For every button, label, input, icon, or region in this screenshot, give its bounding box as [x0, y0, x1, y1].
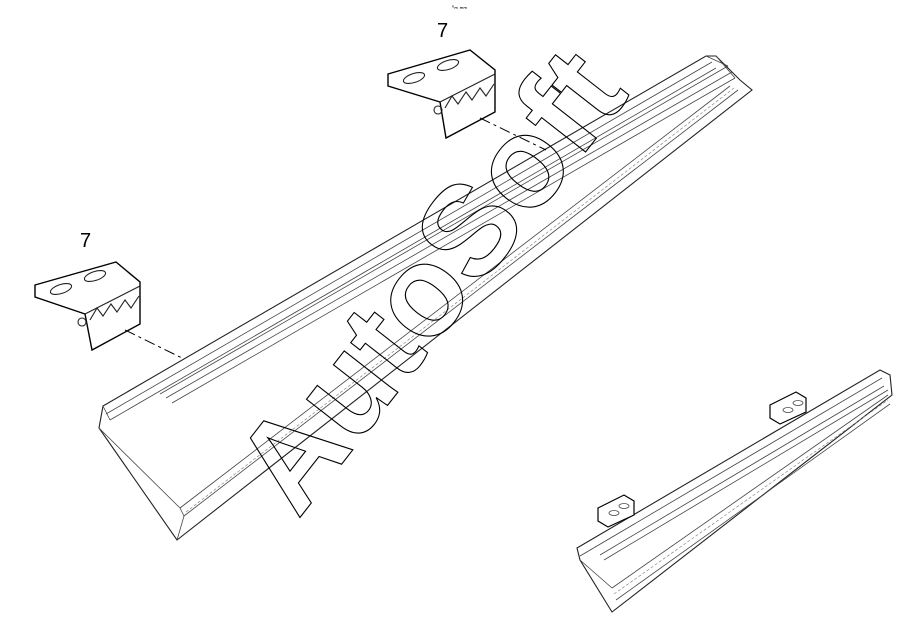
main-rail — [98, 55, 753, 541]
rail-detail-view — [576, 369, 893, 613]
callout-number-lower: 7 — [80, 230, 91, 252]
watermark: AutoSoft — [207, 23, 652, 537]
bracket-upper: 7 — [387, 20, 547, 151]
top-mark: ⁿₘ ₘₘ — [452, 4, 467, 11]
bracket-lower: 7 — [34, 230, 183, 359]
callout-number-upper: 7 — [437, 20, 448, 42]
